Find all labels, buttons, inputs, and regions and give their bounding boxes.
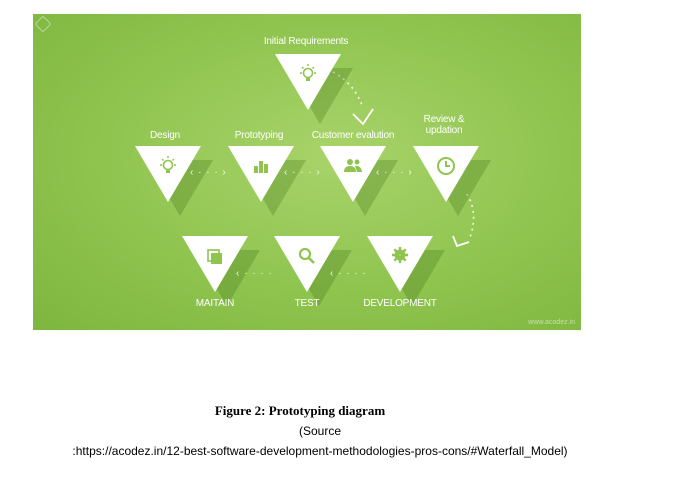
label-design: Design <box>150 130 180 141</box>
label-initial-requirements: Initial Requirements <box>263 36 349 47</box>
label-test: TEST <box>294 298 320 309</box>
label-development: DEVELOPMENT <box>363 298 437 309</box>
lightbulb-icon <box>160 156 176 173</box>
bar-chart-icon <box>254 161 268 173</box>
label-customer-evaluation: Customer evalution <box>311 130 395 141</box>
node-initial-requirements <box>275 54 353 124</box>
figure-caption-source-url: :https://acodez.in/12-best-software-deve… <box>72 444 568 458</box>
figure-caption-source-label: (Source <box>298 424 342 438</box>
node-maintain <box>182 236 260 306</box>
left-arrow-icon: ‹ · · · · <box>236 268 273 279</box>
watermark: www.acodez.in <box>528 319 575 326</box>
users-icon <box>344 159 362 172</box>
figure-caption-title: Figure 2: Prototyping diagram <box>214 403 386 418</box>
node-development <box>367 236 445 306</box>
label-prototyping: Prototyping <box>234 130 284 141</box>
gear-icon <box>392 247 408 263</box>
left-arrow-icon: ‹ · · · · <box>330 268 367 279</box>
label-maintain: MAITAIN <box>195 298 235 309</box>
label-review-updation: Review & updation <box>423 114 465 136</box>
clock-icon <box>437 157 455 175</box>
bidirectional-arrow-icon: ‹ · · · › <box>284 167 321 178</box>
search-icon <box>298 247 315 264</box>
flow-arrows <box>332 71 475 248</box>
node-review-updation <box>413 146 491 216</box>
windows-stack-icon <box>207 249 222 264</box>
bidirectional-arrow-icon: ‹ · · · › <box>190 167 227 178</box>
prototyping-diagram: Initial Requirements Design ‹ · · · › Pr… <box>33 14 581 330</box>
check-arrow-icon <box>352 108 374 126</box>
node-test <box>274 236 352 306</box>
bidirectional-arrow-icon: ‹ · · · › <box>376 167 413 178</box>
lightbulb-icon <box>300 64 316 81</box>
corner-arrow-icon <box>452 235 470 248</box>
